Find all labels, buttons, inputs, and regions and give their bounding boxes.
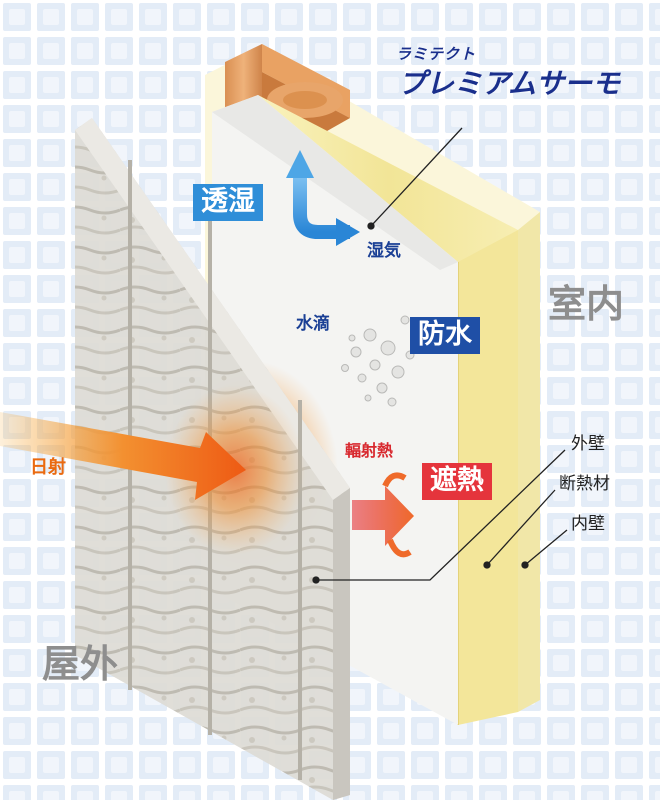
indoor-label: 室内: [548, 282, 625, 326]
water-drops-label: 水滴: [296, 314, 330, 334]
radiant-heat-arrow: [352, 472, 414, 558]
waterproof-badge: 防水: [410, 317, 480, 354]
brand-product-name: プレミアムサーモ: [398, 67, 621, 100]
moisture-permeable-badge: 透湿: [193, 184, 263, 221]
radiant-heat-label: 輻射熱: [345, 441, 394, 460]
callout-insulation: 断熱材: [559, 474, 610, 494]
callout-lines: [312, 127, 568, 584]
vapor-arrow: [286, 150, 360, 246]
water-drops: [341, 315, 415, 407]
callout-inner-wall: 内壁: [571, 514, 605, 534]
brand-subtitle: ラミテクト: [396, 45, 477, 63]
heat-shield-badge: 遮熱: [422, 463, 492, 500]
solar-radiation-arrow: [0, 412, 246, 500]
vapor-label: 湿気: [367, 241, 401, 261]
callout-outer-wall: 外壁: [571, 434, 605, 454]
solar-label: 日射: [30, 457, 66, 478]
outdoor-label: 屋外: [42, 642, 119, 686]
